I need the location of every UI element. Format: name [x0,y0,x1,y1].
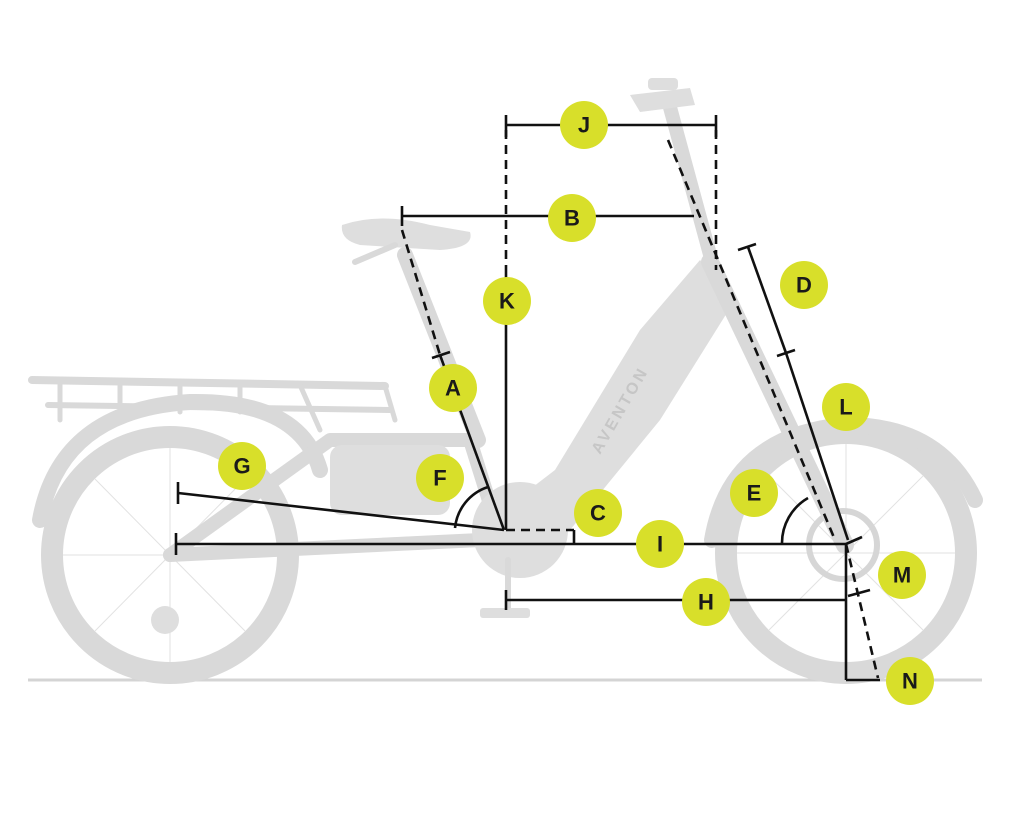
battery-box [330,445,450,515]
svg-text:E: E [747,481,762,506]
saddle [341,218,471,250]
dimension-lines [174,115,880,682]
handlebar-grip [630,88,695,112]
label-m: M [878,551,926,599]
seat-post [397,247,486,448]
svg-text:N: N [902,669,918,694]
label-d: D [780,261,828,309]
dim-line-g [177,491,505,532]
label-i: I [636,520,684,568]
label-j: J [560,101,608,149]
angle-arc-f [453,485,489,529]
rear-fender [32,393,328,528]
svg-text:I: I [657,532,663,557]
dim-line-a-upper [400,229,442,356]
angle-arc-e [780,496,809,545]
bike-silhouette: AVENTON [28,78,983,684]
svg-text:G: G [233,454,250,479]
pedal [480,608,530,618]
svg-text:L: L [839,395,852,420]
stem [661,93,719,269]
label-b: B [548,194,596,242]
svg-text:B: B [564,206,580,231]
dim-line-l [784,352,850,541]
label-c: C [574,489,622,537]
svg-text:K: K [499,289,515,314]
dim-line-m-top [845,535,863,546]
label-e: E [730,469,778,517]
label-l: L [822,383,870,431]
rear-rack [28,376,398,433]
svg-text:F: F [433,466,446,491]
seat-stay [163,433,502,562]
svg-text:M: M [893,563,911,588]
svg-text:A: A [445,376,461,401]
svg-text:H: H [698,590,714,615]
label-n: N [886,657,934,705]
dim-line-d [746,246,788,354]
svg-text:D: D [796,273,812,298]
label-a: A [429,364,477,412]
chain-stay [163,533,487,562]
label-g: G [218,442,266,490]
label-k: K [483,277,531,325]
main-frame [490,260,735,530]
rear-cassette [151,606,179,634]
dim-line-n-axis [844,543,880,679]
svg-text:J: J [578,113,590,138]
head-tube-axis [666,139,837,541]
label-f: F [416,454,464,502]
svg-text:C: C [590,501,606,526]
label-h: H [682,578,730,626]
handlebar-end [648,78,678,90]
